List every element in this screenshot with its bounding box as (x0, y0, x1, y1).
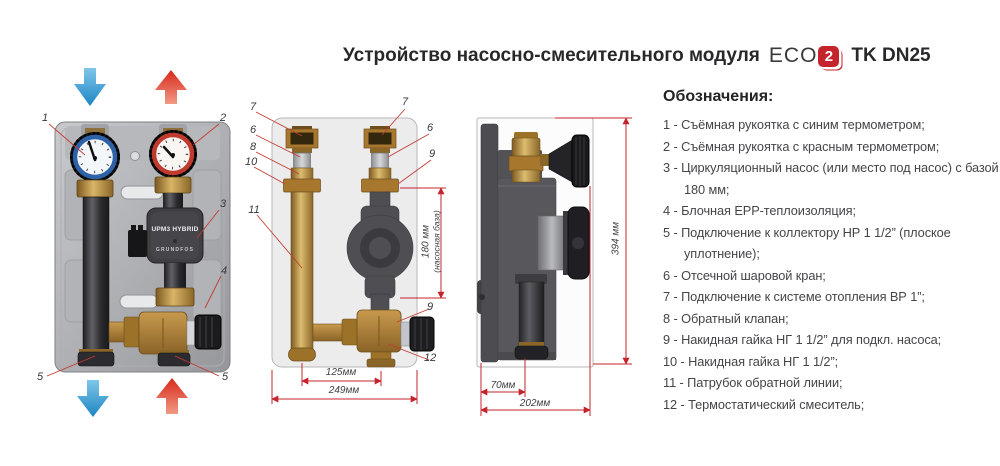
thermostatic-mixer-front (312, 309, 435, 368)
pump-model-label: UPM3 HYBRID (151, 226, 199, 233)
legend-item-2: 2 - Съёмная рукоятка с красным термометр… (663, 138, 940, 154)
legend-item-8: 8 - Обратный клапан; (663, 310, 789, 326)
callout-leaders (46, 123, 222, 377)
title-text: Устройство насосно-смесительного модуля (343, 45, 760, 66)
flow-return-arrow-icon (77, 380, 109, 417)
left-ball-valve (283, 126, 321, 193)
callout-12: 12 (424, 352, 437, 364)
legend-heading: Обозначения: (663, 88, 774, 105)
ball-valve-side (508, 132, 544, 183)
dimension-lines (480, 117, 632, 416)
dim-202mm: 202мм (519, 398, 551, 409)
legend-item-4: 4 - Блочная EPP-теплоизоляция; (663, 203, 856, 218)
callout-5-left: 5 (36, 371, 44, 383)
dim-125mm: 125мм (325, 367, 357, 378)
legend-item-6: 6 - Отсечной шаровой кран; (663, 267, 826, 283)
front-view-illustration (253, 108, 446, 404)
callout-7-right: 7 (401, 96, 409, 108)
dim-394mm: 394 мм (611, 199, 622, 279)
dim-180mm-value: 180 мм (420, 224, 432, 259)
callout-2: 2 (219, 112, 227, 124)
right-ball-valve (361, 126, 399, 193)
callout-8: 8 (249, 141, 257, 153)
pump-rotor-center (369, 237, 391, 259)
dim-249mm: 249мм (328, 385, 360, 396)
page-title: Устройство насосно-смесительного модуля … (343, 44, 931, 68)
red-thermometer (149, 130, 197, 178)
pump-motor-side (537, 206, 590, 280)
eco-logo-badge: 2 (818, 45, 840, 67)
legend-item-10: 10 - Накидная гайка НГ 1 1/2”; (663, 353, 839, 369)
front-view: 7 6 8 10 11 7 6 9 9 12 125мм 249мм 180 м… (245, 90, 460, 420)
legend: Обозначения: 1 - Съёмная рукоятка с сини… (663, 88, 1000, 415)
photo-view: 1 2 3 4 5 5 UPM3 HYBRID GRUNDFOS (25, 60, 240, 450)
dimension-lines (271, 187, 446, 404)
bottom-pipe-side (514, 274, 549, 360)
side-view-illustration (476, 117, 632, 416)
legend-item-1: 1 - Съёмная рукоятка с синим термометром… (663, 117, 925, 132)
callout-6-right: 6 (426, 122, 434, 134)
side-view: 70мм 202мм 394 мм (465, 90, 650, 420)
callout-10: 10 (245, 156, 258, 168)
callout-4: 4 (220, 265, 228, 277)
callout-9-upper: 9 (428, 148, 436, 160)
module-photo-illustration (46, 68, 231, 417)
flow-in-arrow-icon (74, 68, 106, 106)
thermostatic-mixer (108, 311, 222, 367)
callout-5-right: 5 (221, 371, 229, 383)
return-pipe (76, 179, 115, 367)
dim-70mm: 70мм (490, 380, 516, 391)
legend-item-9: 9 - Накидная гайка НГ 1 1/2” для подкл. … (663, 332, 942, 347)
legend-item-11: 11 - Патрубок обратной линии; (663, 375, 843, 390)
callout-leaders (253, 108, 432, 361)
blue-thermometer (70, 132, 120, 182)
legend-item-5: 5 - Подключение к коллектору НР 1 1/2” (… (663, 224, 951, 262)
callout-3: 3 (219, 198, 227, 210)
callout-9-lower: 9 (426, 301, 434, 313)
eco-logo-text: ECO (768, 44, 818, 67)
valve-handle-side (540, 134, 590, 188)
legend-item-7: 7 - Подключение к системе отопления ВР 1… (663, 289, 925, 304)
callout-6-left: 6 (249, 124, 257, 136)
callout-7-left: 7 (249, 101, 257, 113)
pump-brand-label: GRUNDFOS (155, 247, 195, 253)
legend-item-12: 12 - Термостатический смеситель; (663, 396, 865, 412)
flow-out-arrow-icon (155, 70, 187, 104)
dim-180mm-note: (насосная база) (431, 210, 442, 273)
title-model: TK DN25 (851, 45, 931, 66)
dim-394mm-value: 394 мм (610, 221, 622, 256)
callout-11: 11 (248, 204, 260, 216)
flow-supply-arrow-icon (156, 378, 188, 414)
dim-180mm-pump-base: 180 мм (насосная база) (421, 187, 442, 297)
return-line-pipe (288, 191, 316, 362)
eco2-logo: ECO 2 (769, 44, 840, 68)
legend-item-3: 3 - Циркуляционный насос (или место под … (663, 160, 999, 197)
circulation-pump (128, 176, 204, 307)
callout-1: 1 (41, 112, 49, 124)
